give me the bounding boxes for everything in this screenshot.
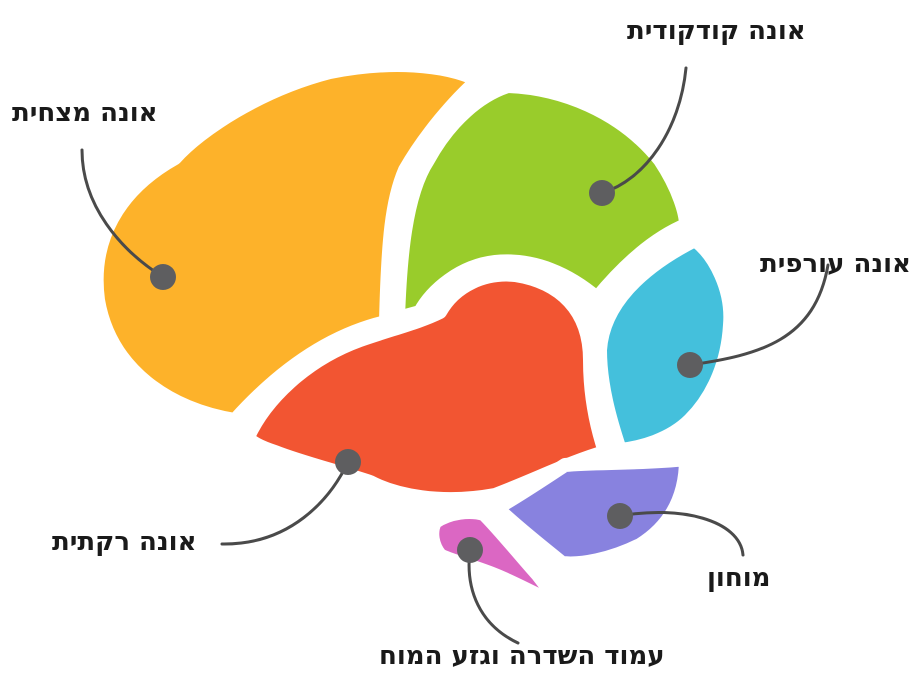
occipital-lobe-label: אונה עורפית bbox=[760, 251, 911, 277]
parietal-lobe-label: אונה קודקודית bbox=[627, 18, 806, 44]
brainstem-label: עמוד השדרה וגזע המוח bbox=[379, 643, 665, 669]
cerebellum-dot bbox=[607, 503, 633, 529]
frontal-lobe-label: אונה מצחית bbox=[12, 100, 158, 126]
temporal-lobe-label: אונה רקתית bbox=[52, 529, 197, 555]
parietal-dot bbox=[589, 180, 615, 206]
frontal-dot bbox=[150, 264, 176, 290]
brainstem-dot bbox=[457, 537, 483, 563]
occipital-dot bbox=[677, 352, 703, 378]
temporal-dot bbox=[335, 449, 361, 475]
cerebellum-label: מוחון bbox=[707, 565, 770, 591]
